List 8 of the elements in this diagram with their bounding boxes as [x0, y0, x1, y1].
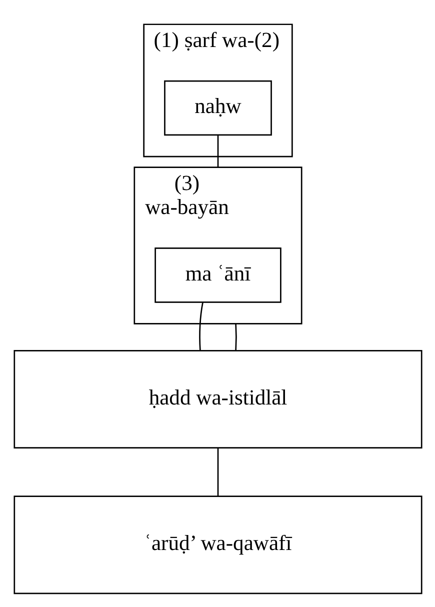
- node-box: ma ʿānī: [154, 248, 281, 303]
- node-box: ʿarūḍ’ wa-qawāfī: [13, 496, 422, 594]
- connector: [198, 302, 203, 351]
- connector: [216, 135, 218, 168]
- node-box: ḥadd wa-istidlāl: [13, 350, 422, 448]
- node-box: naḥw: [164, 80, 272, 136]
- connector: [216, 448, 218, 496]
- connector: [234, 324, 236, 351]
